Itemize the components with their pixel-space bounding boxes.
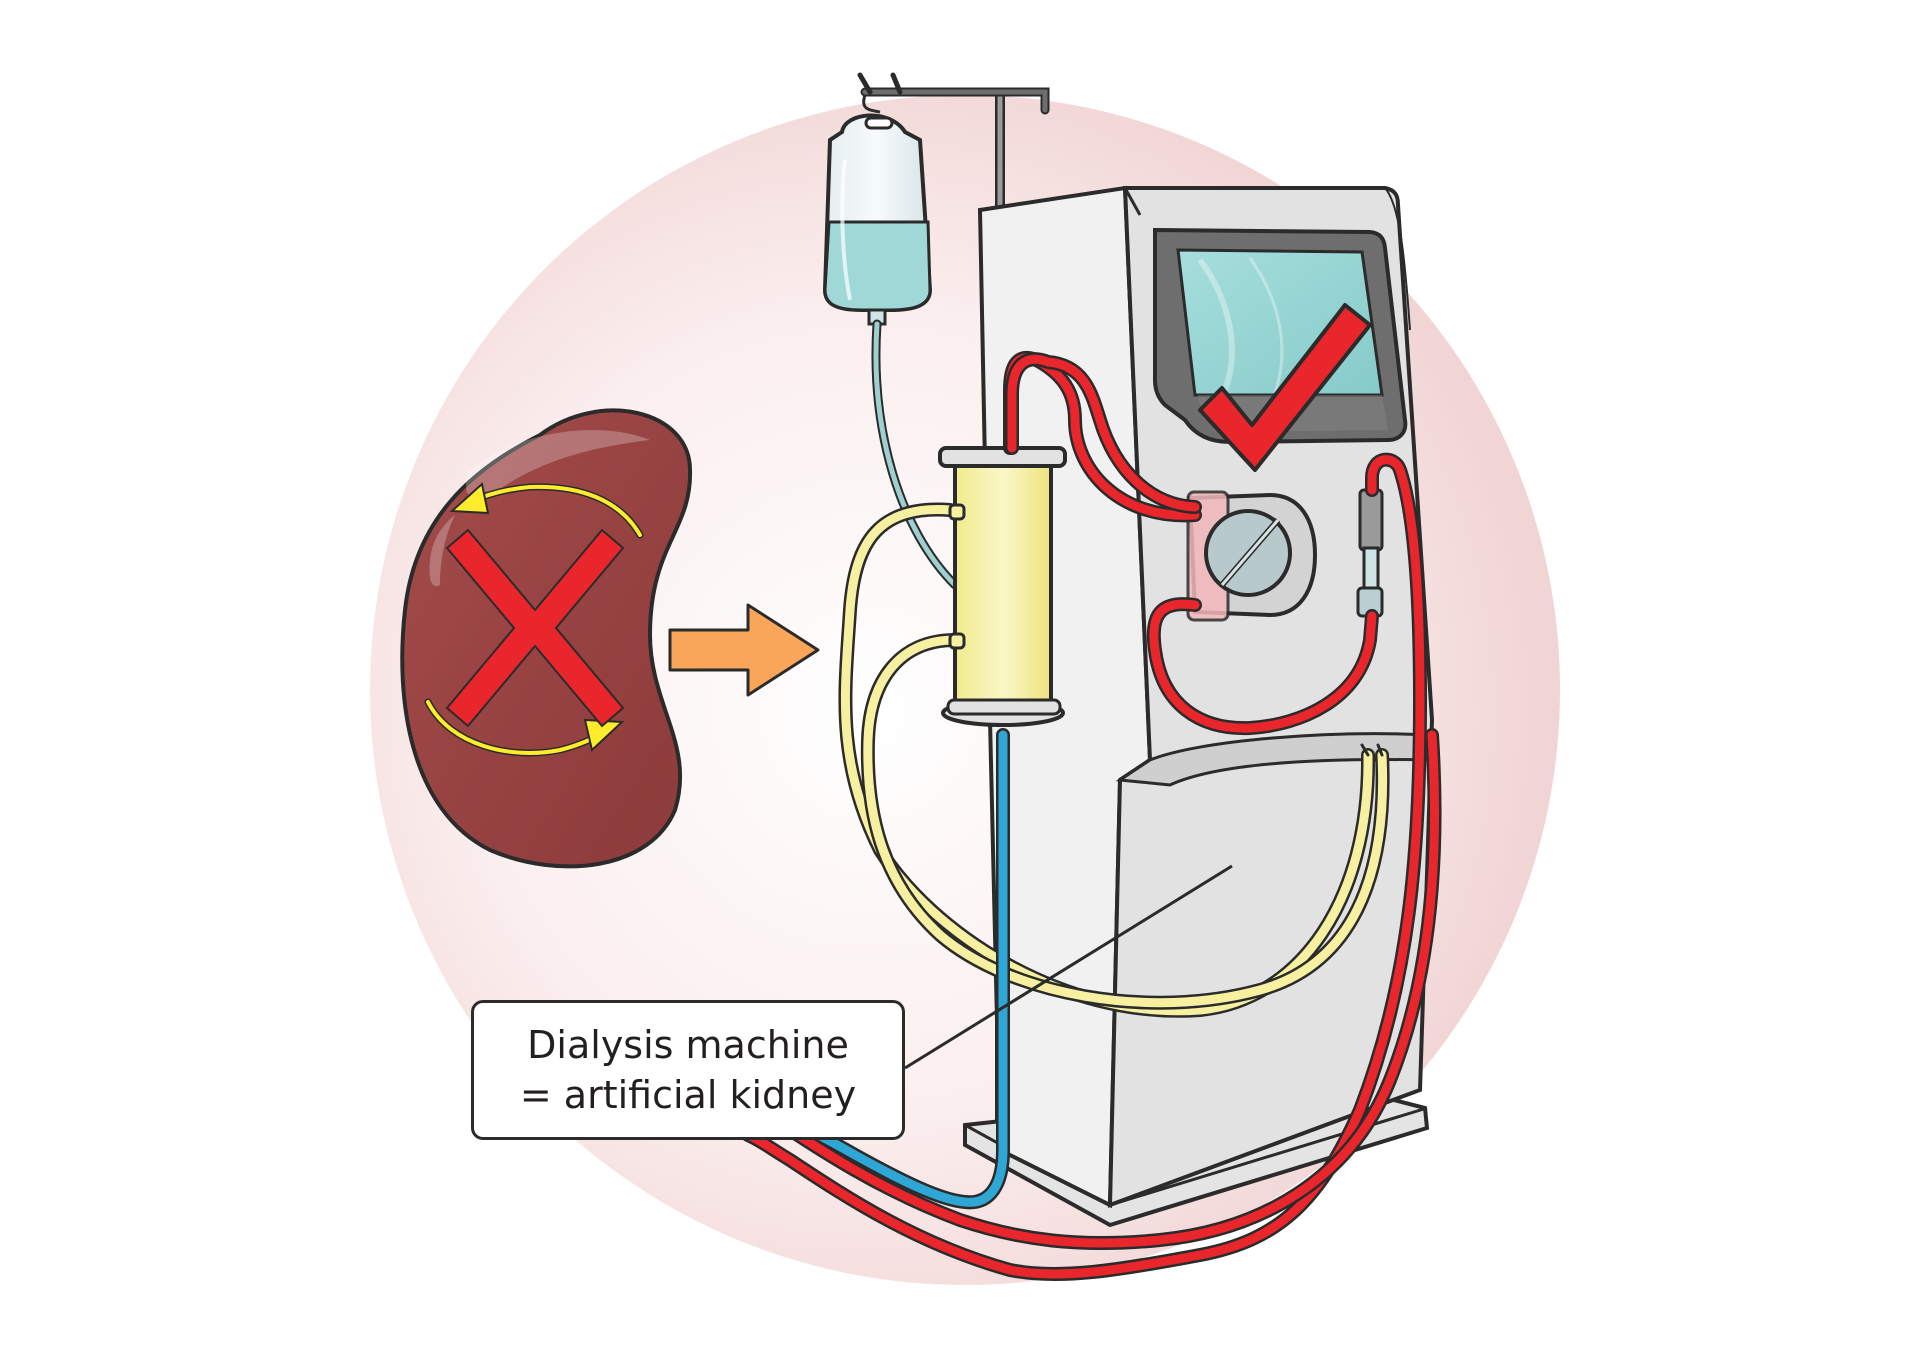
check-mark-icon <box>1198 303 1372 472</box>
dialysate-tubes <box>838 502 1390 1018</box>
label-pointer-line <box>904 864 1233 1070</box>
iv-bag-icon <box>822 94 933 326</box>
pressure-connector <box>1356 488 1384 618</box>
dialyzer-filter-icon <box>938 446 1067 727</box>
machine-label: Dialysis machine = artificial kidney <box>471 1000 905 1140</box>
blood-pump-icon <box>1186 490 1318 622</box>
right-arrow-icon <box>668 603 820 697</box>
cross-icon <box>445 528 625 728</box>
label-line-2: = artificial kidney <box>519 1073 857 1117</box>
label-line-1: Dialysis machine <box>527 1023 849 1067</box>
blood-tubes <box>741 351 1442 1282</box>
